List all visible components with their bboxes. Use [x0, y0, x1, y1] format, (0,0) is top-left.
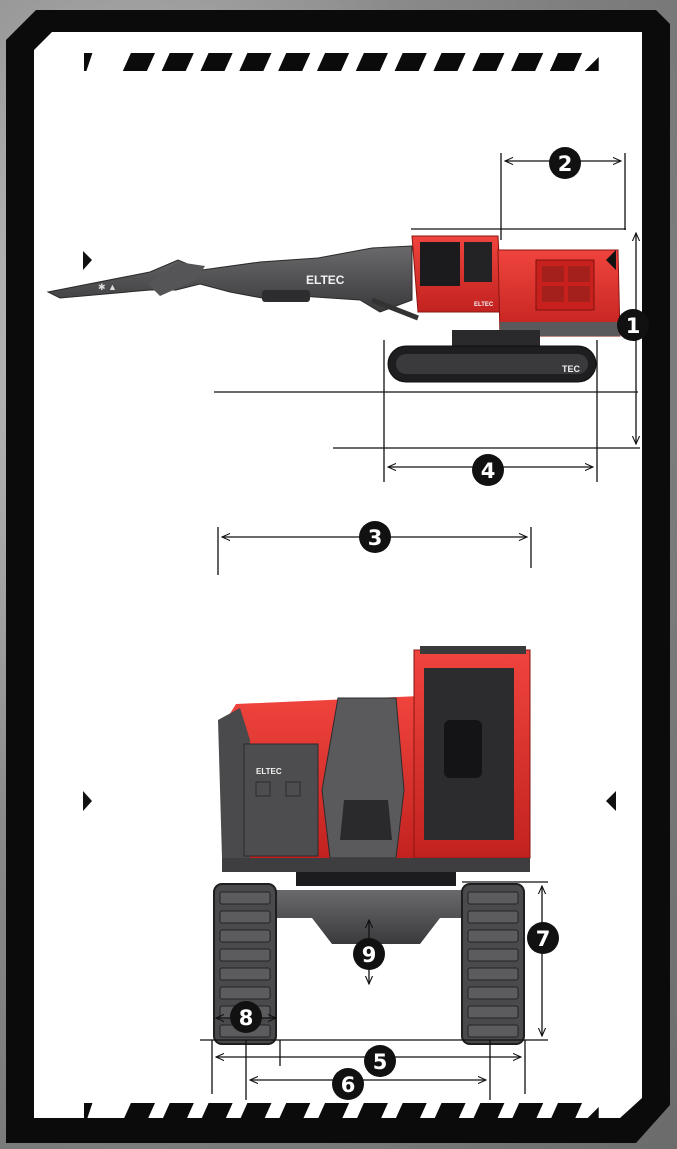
- track-shoe: [219, 891, 271, 905]
- svg-text:4: 4: [481, 459, 496, 483]
- engine-grille: [535, 259, 595, 311]
- hazard-stripe: [394, 1103, 427, 1121]
- side-right-pointer: [606, 250, 616, 270]
- fuel-tank: [243, 743, 319, 857]
- cab-window-side: [464, 242, 492, 282]
- track-shoe: [467, 910, 519, 924]
- callout-1: 1: [617, 309, 649, 341]
- hazard-stripes-bottom: [84, 1103, 599, 1121]
- hazard-stripe: [84, 53, 93, 71]
- boom-pivot: [340, 800, 392, 840]
- callout-9: 9: [353, 938, 385, 970]
- callout-3: 3: [359, 521, 391, 553]
- front-right-pointer: [606, 791, 616, 811]
- svg-text:3: 3: [368, 526, 383, 550]
- hazard-stripe: [433, 1103, 466, 1121]
- hazard-stripes-top: [84, 53, 599, 71]
- hazard-stripe: [278, 53, 311, 71]
- front-view-machine: ELTEC: [213, 646, 531, 1045]
- hazard-stripe: [584, 1107, 599, 1121]
- track-shoe: [219, 910, 271, 924]
- boom-hydraulic: [371, 297, 419, 321]
- left-track: [213, 883, 277, 1045]
- right-track: [461, 883, 525, 1045]
- track-shoe: [467, 967, 519, 981]
- boom-arm: [46, 245, 413, 313]
- hazard-stripe: [278, 1103, 311, 1121]
- swing-ring: [296, 872, 456, 886]
- hazard-stripe: [355, 1103, 388, 1121]
- svg-text:7: 7: [536, 927, 551, 951]
- boom-small-mark: ✱ ▲: [98, 282, 117, 292]
- svg-text:5: 5: [373, 1050, 388, 1074]
- hazard-stripe: [84, 1103, 93, 1121]
- side-view-machine: ELTEC ✱ ▲ ELTEC TEC: [46, 235, 621, 383]
- track-shoe: [467, 1024, 519, 1038]
- track-frame: [396, 354, 588, 374]
- track-shoe: [219, 948, 271, 962]
- hazard-stripe: [549, 1103, 583, 1121]
- track-shoe: [467, 1005, 519, 1019]
- carbody: [266, 890, 486, 944]
- hazard-stripe: [472, 53, 505, 71]
- track-shoe: [467, 948, 519, 962]
- side-view-dimension-lines: [214, 153, 640, 575]
- hazard-stripe: [161, 1103, 194, 1121]
- callout-2: 2: [549, 147, 581, 179]
- hazard-stripe: [161, 53, 194, 71]
- side-guard: [218, 708, 250, 858]
- tank-hatch-right: [285, 781, 301, 797]
- roof-lights: [420, 646, 526, 654]
- hazard-stripe: [200, 1103, 233, 1121]
- track-logo: TEC: [562, 364, 581, 374]
- boom-lower-arm: [148, 262, 205, 296]
- hazard-stripe: [239, 53, 272, 71]
- track-shoe: [467, 891, 519, 905]
- svg-text:1: 1: [626, 314, 641, 338]
- operator-seat: [444, 720, 482, 778]
- cab-logo: ELTEC: [474, 302, 494, 308]
- side-left-pointer: [83, 251, 92, 270]
- svg-text:9: 9: [362, 943, 377, 967]
- hazard-stripe: [122, 1103, 155, 1121]
- track-shoe: [219, 967, 271, 981]
- base-deck: [222, 858, 530, 872]
- callout-8: 8: [230, 1001, 262, 1033]
- hazard-stripe: [472, 1103, 505, 1121]
- track-shoe: [219, 929, 271, 943]
- hazard-stripe: [122, 53, 155, 71]
- hazard-stripe: [394, 53, 427, 71]
- callout-7: 7: [527, 922, 559, 954]
- hazard-stripe: [511, 1103, 544, 1121]
- tank-hatch-left: [255, 781, 271, 797]
- callout-6: 6: [332, 1068, 364, 1100]
- front-left-pointer: [83, 791, 92, 811]
- track-shoe: [219, 986, 271, 1000]
- hazard-stripe: [316, 53, 350, 71]
- hazard-stripe: [200, 53, 233, 71]
- track-shoe: [467, 986, 519, 1000]
- hazard-stripe: [316, 1103, 350, 1121]
- callout-4: 4: [472, 454, 504, 486]
- boom-logo: ELTEC: [306, 273, 345, 287]
- hazard-stripe: [239, 1103, 272, 1121]
- front-view-dimension-lines: [200, 881, 548, 1100]
- hazard-stripe: [433, 53, 466, 71]
- svg-text:2: 2: [558, 152, 573, 176]
- boom-cylinder: [262, 290, 310, 302]
- svg-text:6: 6: [341, 1073, 356, 1097]
- svg-text:8: 8: [239, 1006, 254, 1030]
- callout-5: 5: [364, 1045, 396, 1077]
- hazard-stripe: [511, 53, 544, 71]
- hazard-stripe: [549, 53, 583, 71]
- hazard-stripe: [355, 53, 388, 71]
- track-shoe: [467, 929, 519, 943]
- hazard-stripe: [584, 57, 599, 71]
- swing-base: [452, 330, 540, 348]
- cab-window-front: [420, 242, 460, 286]
- tank-logo: ELTEC: [256, 767, 282, 776]
